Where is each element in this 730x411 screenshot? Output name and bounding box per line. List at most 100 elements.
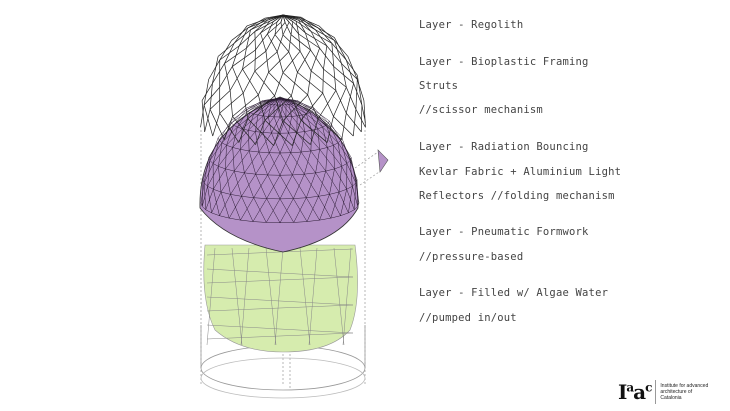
mesh-line [318, 194, 330, 197]
mesh-line [345, 59, 358, 76]
mesh-line [217, 43, 235, 57]
mesh-line [268, 51, 290, 73]
mesh-line [315, 29, 328, 47]
mesh-line [300, 92, 324, 121]
mesh-line [255, 173, 268, 176]
mesh-line [300, 131, 305, 153]
mesh-line [232, 147, 241, 150]
mesh-line [265, 51, 269, 73]
mesh-line [325, 147, 328, 172]
iaac-logo: Iaac Institute for advanced architecture… [618, 380, 710, 404]
mesh-line [314, 108, 329, 124]
mesh-line [211, 191, 222, 213]
mesh-line [221, 142, 227, 146]
mesh-line [335, 90, 347, 114]
mesh-line [242, 50, 267, 70]
mesh-line [238, 31, 256, 47]
mesh-line [242, 112, 251, 129]
mesh-line [291, 103, 298, 116]
mesh-line [282, 21, 290, 36]
mesh-line [296, 132, 312, 152]
mesh-line [245, 101, 263, 109]
mesh-line [341, 163, 348, 167]
mesh-line [333, 116, 354, 137]
mesh-line [328, 120, 330, 124]
mesh-line [212, 56, 219, 84]
mesh-line [288, 104, 292, 117]
mesh-line [205, 189, 214, 210]
mesh-line [292, 174, 307, 198]
mesh-line [290, 34, 311, 51]
mesh-line [257, 72, 269, 96]
mesh-line [231, 27, 249, 41]
mesh-line [329, 191, 340, 195]
reflector-panel [377, 149, 389, 173]
mesh-line [240, 149, 245, 173]
mesh-line [331, 43, 347, 61]
mesh-line [311, 130, 328, 148]
mesh-line [288, 132, 302, 153]
mesh-line [238, 27, 249, 47]
mesh-line [232, 49, 256, 67]
mesh-line [340, 189, 347, 216]
mesh-line [246, 32, 261, 49]
mesh-line [232, 116, 256, 145]
mesh-line [345, 112, 362, 133]
label-pressure: //pressure-based [419, 251, 524, 263]
mesh-line [220, 170, 235, 193]
mesh-line [234, 150, 250, 172]
mesh-line [326, 125, 334, 146]
mesh-line [224, 63, 231, 91]
logo-text: Institute for advanced architecture of C… [660, 383, 709, 401]
mesh-line [205, 209, 212, 214]
mesh-line [338, 189, 347, 193]
mesh-line [229, 196, 242, 219]
mesh-line [301, 16, 319, 29]
mesh-line [269, 14, 284, 22]
mesh-line [209, 109, 225, 140]
mesh-line [255, 131, 264, 133]
mesh-line [312, 111, 323, 128]
mesh-line [268, 104, 272, 117]
mesh-line [231, 45, 240, 67]
mesh-line [318, 171, 326, 197]
mesh-line [333, 145, 348, 164]
mesh-line [247, 118, 274, 146]
mesh-line [348, 209, 355, 214]
mesh-line [274, 22, 278, 35]
mesh-line [254, 51, 278, 72]
mesh-line [322, 92, 334, 117]
mesh-line [258, 132, 272, 153]
mesh-line [308, 247, 318, 346]
mesh-line [240, 149, 250, 152]
label-radiation-bouncing: Layer - Radiation Bouncing [419, 141, 589, 153]
mesh-line [240, 197, 254, 221]
mesh-line [246, 100, 263, 111]
mesh-line [244, 151, 260, 173]
mesh-line [230, 109, 247, 122]
mesh-line [241, 196, 254, 198]
mesh-line [267, 174, 281, 200]
mesh-line [274, 95, 284, 121]
mesh-line [279, 152, 291, 176]
mesh-line [267, 21, 274, 35]
mesh-line [258, 151, 268, 176]
mesh-line [307, 70, 312, 95]
mesh-line [297, 100, 314, 111]
mesh-line [225, 149, 241, 170]
mesh-line [279, 104, 284, 118]
mesh-line [271, 132, 281, 154]
mesh-line [329, 168, 335, 195]
mesh-line [301, 114, 305, 132]
mesh-line [301, 18, 316, 31]
mesh-line [304, 174, 319, 197]
mesh-line [298, 20, 306, 34]
label-algae-water: Layer - Filled w/ Algae Water [419, 287, 609, 299]
mesh-line [341, 63, 358, 80]
mesh-line [288, 116, 292, 134]
mesh-line [282, 104, 292, 117]
mesh-line [333, 142, 339, 146]
mesh-line [225, 168, 231, 195]
mesh-line [260, 32, 267, 52]
mesh-line [203, 86, 220, 106]
